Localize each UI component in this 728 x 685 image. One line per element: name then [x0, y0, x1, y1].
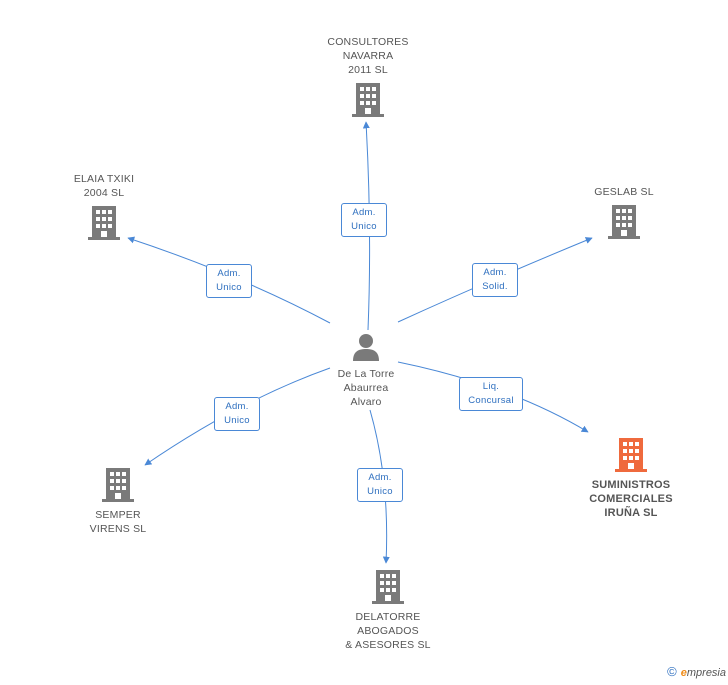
company-node-consultores[interactable]: CONSULTORES NAVARRA 2011 SL	[308, 35, 428, 117]
building-icon	[615, 438, 647, 472]
relation-label-elaia[interactable]: Adm. Unico	[206, 264, 252, 298]
copyright-symbol: ©	[667, 664, 677, 679]
brand-initial: e	[680, 667, 687, 679]
relation-label-delatorre[interactable]: Adm. Unico	[357, 468, 403, 502]
relation-label-consultores[interactable]: Adm. Unico	[341, 203, 387, 237]
company-name: CONSULTORES NAVARRA 2011 SL	[327, 36, 409, 76]
relation-label-geslab[interactable]: Adm. Solid.	[472, 263, 518, 297]
relation-label-suministros[interactable]: Liq. Concursal	[459, 377, 523, 411]
company-name: GESLAB SL	[594, 186, 654, 198]
brand-name: mpresia	[686, 667, 726, 679]
relation-label-semper[interactable]: Adm. Unico	[214, 397, 260, 431]
building-icon	[372, 570, 404, 604]
building-icon	[88, 206, 120, 240]
company-node-geslab[interactable]: GESLAB SL	[564, 185, 684, 239]
company-node-elaia[interactable]: ELAIA TXIKI 2004 SL	[44, 172, 164, 240]
building-icon	[102, 468, 134, 502]
center-person-node[interactable]: De La Torre Abaurrea Alvaro	[316, 332, 416, 409]
company-node-semper[interactable]: SEMPER VIRENS SL	[58, 468, 178, 536]
company-name: ELAIA TXIKI 2004 SL	[73, 173, 135, 199]
empresia-brand[interactable]: ©empresia	[667, 664, 726, 679]
company-name: SUMINISTROS COMERCIALES IRUÑA SL	[589, 479, 673, 519]
building-icon	[608, 205, 640, 239]
building-icon	[352, 83, 384, 117]
person-icon	[353, 334, 379, 361]
company-name: SEMPER VIRENS SL	[89, 509, 147, 535]
company-node-suministros[interactable]: SUMINISTROS COMERCIALES IRUÑA SL	[564, 438, 698, 520]
company-node-delatorre[interactable]: DELATORRE ABOGADOS & ASESORES SL	[318, 570, 458, 652]
company-name: DELATORRE ABOGADOS & ASESORES SL	[345, 611, 431, 651]
center-person-name: De La Torre Abaurrea Alvaro	[337, 368, 395, 408]
